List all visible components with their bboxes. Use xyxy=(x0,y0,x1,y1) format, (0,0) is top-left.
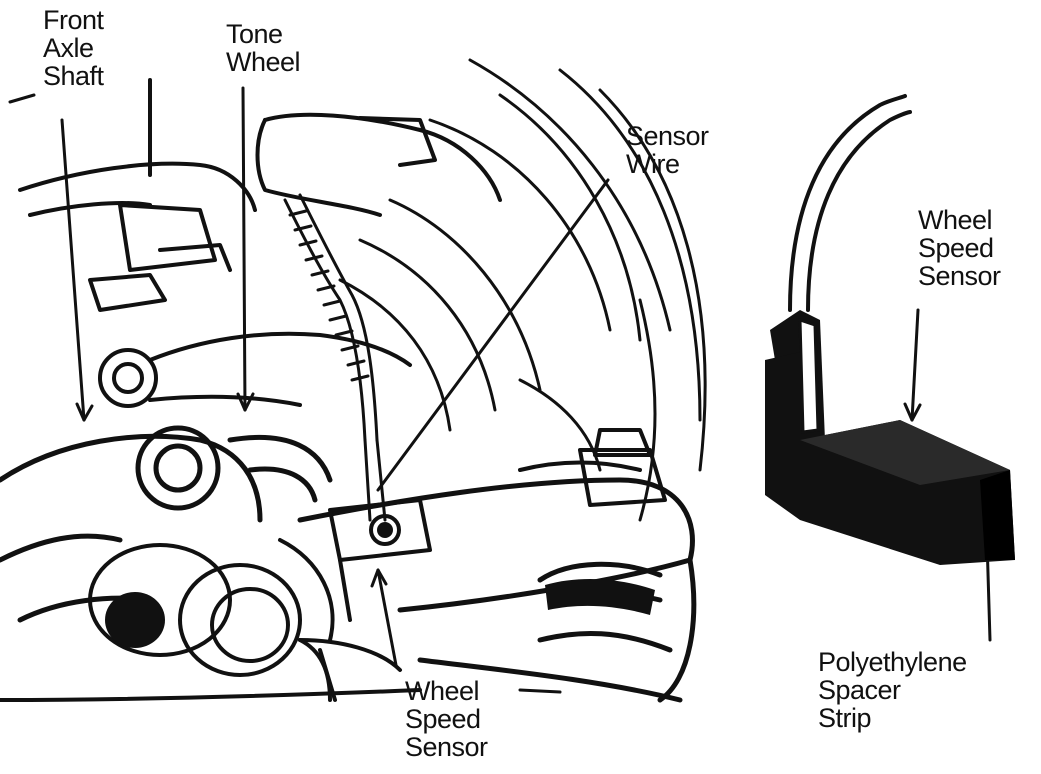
brake-rotor-arcs xyxy=(338,58,707,522)
label-sensor-wire: Sensor Wire xyxy=(626,121,709,179)
cv-bearing xyxy=(88,538,402,677)
tone-wheel-hub xyxy=(98,331,412,408)
spindle xyxy=(0,638,422,702)
label-tone-wheel: Tone Wheel xyxy=(226,19,301,77)
label-wheel-speed-sensor-detail: Wheel Speed Sensor xyxy=(918,205,1001,291)
detail-sensor-body xyxy=(765,310,1015,565)
detail-sensor-cable xyxy=(788,94,912,312)
label-front-axle-shaft: Front Axle Shaft xyxy=(43,5,104,91)
shaded-parts xyxy=(105,522,655,648)
leader-lines xyxy=(8,86,997,694)
label-polyethylene-spacer-strip: Polyethylene Spacer Strip xyxy=(818,647,967,733)
knuckle-arm xyxy=(18,78,502,312)
axle-ujoint xyxy=(0,425,333,623)
ball-joint-nut xyxy=(518,428,667,507)
knuckle-sensor xyxy=(328,498,432,622)
label-wheel-speed-sensor-main: Wheel Speed Sensor xyxy=(405,676,488,762)
